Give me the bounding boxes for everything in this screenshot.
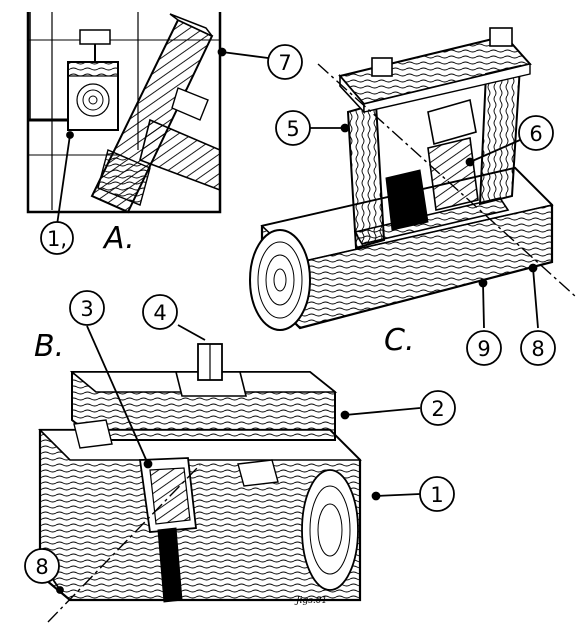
callout-2-number: 2 <box>431 397 444 421</box>
callout-9: 9 <box>466 330 502 366</box>
panel-b-drawing <box>38 343 362 623</box>
callout-8c: 8 <box>520 330 556 366</box>
callout-3-number: 3 <box>80 297 93 321</box>
callout-1b-number: 1 <box>430 483 443 507</box>
callout-3: 3 <box>69 290 105 326</box>
callout-8c-number: 8 <box>531 337 544 361</box>
callout-4: 4 <box>142 294 178 330</box>
callout-2: 2 <box>420 390 456 426</box>
callout-4-number: 4 <box>153 301 166 325</box>
callout-8b: 8 <box>24 548 60 584</box>
callout-7: 7 <box>267 44 303 80</box>
leader-lines <box>51 47 539 594</box>
panel-label-a: A. <box>102 221 135 256</box>
callout-1b: 1 <box>419 476 455 512</box>
callout-6-number: 6 <box>529 122 542 146</box>
callout-8b-number: 8 <box>35 555 48 579</box>
callout-6: 6 <box>518 115 554 151</box>
panel-a-drawing <box>26 12 222 214</box>
panel-c-drawing <box>249 27 576 331</box>
artist-signature: Jigs.01 <box>294 596 327 606</box>
callout-1a: 1, <box>40 221 74 255</box>
callout-5: 5 <box>275 110 311 146</box>
panel-label-c: C. <box>384 323 414 358</box>
callout-7-number: 7 <box>278 51 291 75</box>
panel-label-b: B. <box>34 329 64 364</box>
callout-1a-number: 1, <box>47 227 67 251</box>
callout-9-number: 9 <box>477 337 490 361</box>
callout-5-number: 5 <box>286 117 299 141</box>
